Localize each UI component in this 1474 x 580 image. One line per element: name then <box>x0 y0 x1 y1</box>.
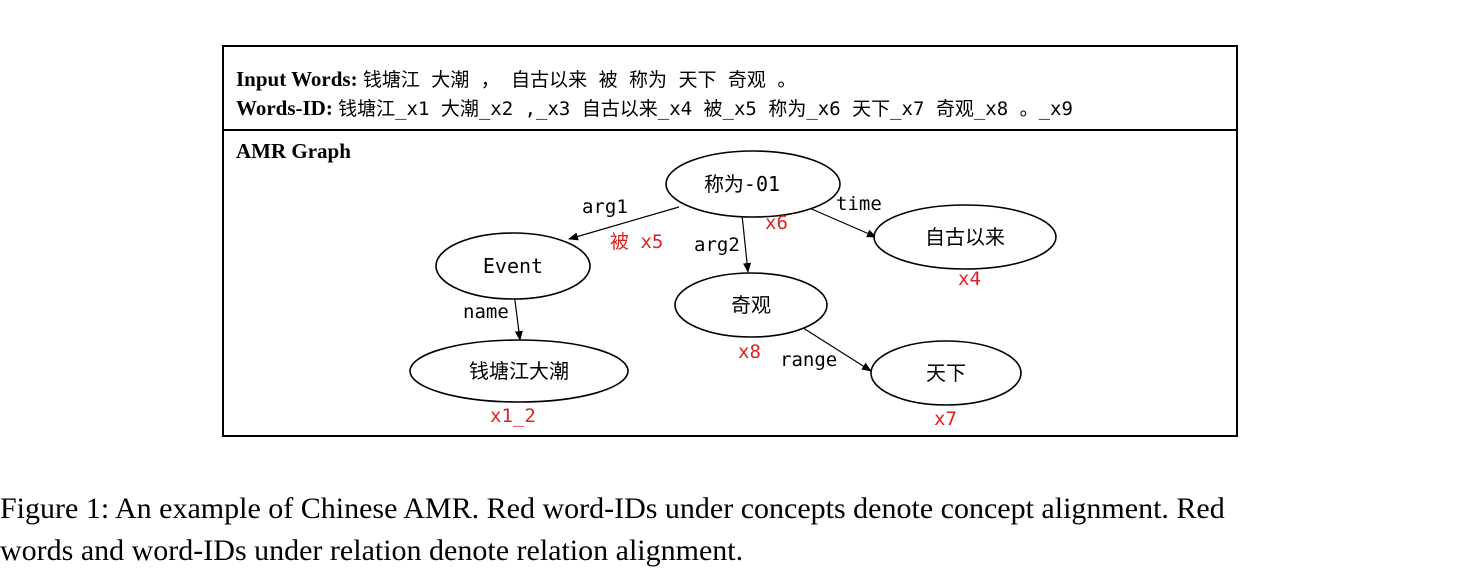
amr-graph: 称为-01 Event 自古以来 奇观 钱塘江大潮 天下 arg1 被 x5 t… <box>409 150 1057 430</box>
node-qiantang: 钱塘江大潮 <box>409 339 629 403</box>
words-id-label: Words-ID: <box>236 96 333 120</box>
input-words-label: Input Words: <box>236 67 358 91</box>
edge-arg1 <box>568 206 680 241</box>
caption-line-2: words and word-IDs under relation denote… <box>0 534 744 567</box>
edge-arg2-label: arg2 <box>694 234 740 256</box>
align-zigu: x4 <box>958 268 981 290</box>
align-tianxia: x7 <box>934 408 957 430</box>
node-tianxia-label: 天下 <box>926 361 966 385</box>
words-id-text: 钱塘江_x1 大潮_x2 ,_x3 自古以来_x4 被_x5 称为_x6 天下_… <box>338 98 1073 120</box>
node-qiguan: 奇观 <box>674 272 828 338</box>
node-zigu-label: 自古以来 <box>925 225 1005 249</box>
input-words-text: 钱塘江 大潮 ， 自古以来 被 称为 天下 奇观 。 <box>362 69 797 91</box>
node-qiantang-label: 钱塘江大潮 <box>469 359 569 383</box>
edge-arg2 <box>741 214 752 273</box>
input-words-line: Input Words: 钱塘江 大潮 ， 自古以来 被 称为 天下 奇观 。 <box>236 65 796 92</box>
figure-caption: Figure 1: An example of Chinese AMR. Red… <box>0 488 1474 572</box>
edge-name <box>513 292 523 341</box>
edge-name-label: name <box>463 301 509 323</box>
edge-time <box>806 206 877 238</box>
figure-box: Input Words: 钱塘江 大潮 ， 自古以来 被 称为 天下 奇观 。 … <box>222 45 1238 437</box>
edge-arg1-alignment: 被 x5 <box>610 231 663 253</box>
words-section: Input Words: 钱塘江 大潮 ， 自古以来 被 称为 天下 奇观 。 … <box>224 47 1236 131</box>
words-id-line: Words-ID: 钱塘江_x1 大潮_x2 ,_x3 自古以来_x4 被_x5… <box>236 94 1073 121</box>
align-qiantang: x1_2 <box>490 405 536 427</box>
graph-title: AMR Graph <box>236 139 351 163</box>
node-tianxia: 天下 <box>870 340 1022 406</box>
node-event: Event <box>435 232 591 300</box>
node-zigu: 自古以来 <box>873 204 1057 270</box>
caption-line-1: Figure 1: An example of Chinese AMR. Red… <box>0 492 1225 525</box>
align-qiguan: x8 <box>738 341 761 363</box>
edge-time-label: time <box>836 193 882 215</box>
node-qiguan-label: 奇观 <box>731 293 771 317</box>
edge-arg1-label: arg1 <box>582 196 628 218</box>
node-chengwei: 称为-01 <box>665 150 841 218</box>
edge-range <box>799 325 872 372</box>
node-chengwei-label: 称为-01 <box>704 172 780 196</box>
align-chengwei: x6 <box>765 212 788 234</box>
node-event-label: Event <box>483 254 543 278</box>
edge-range-label: range <box>780 349 837 371</box>
